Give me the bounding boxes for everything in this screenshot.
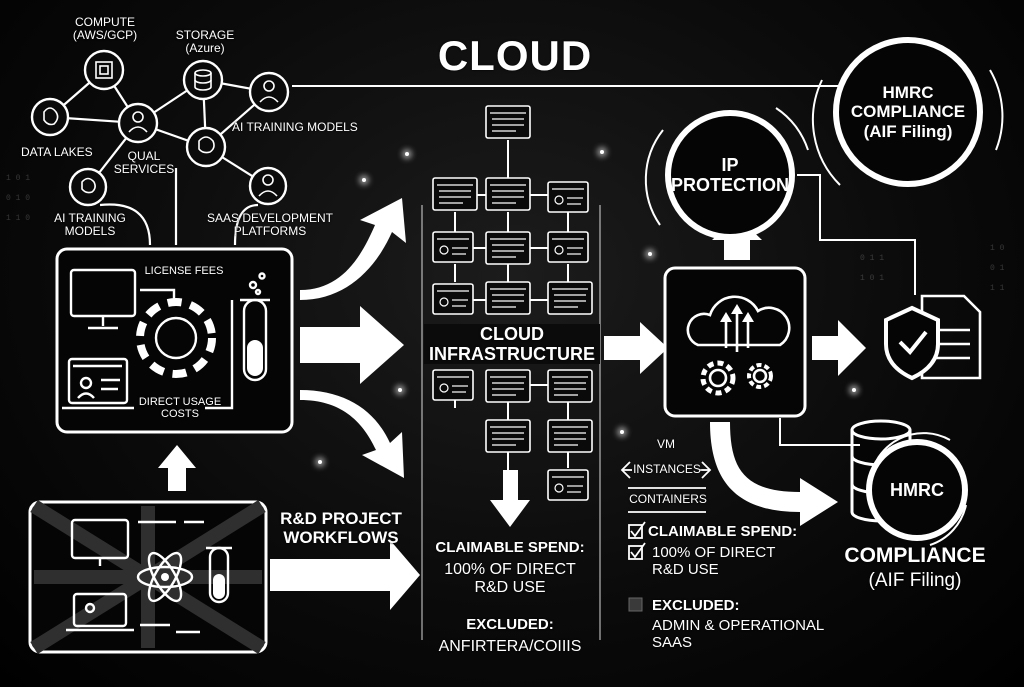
svg-text:1 1 0: 1 1 0 [6, 214, 30, 223]
label-ai-training-models-bottom: AI TRAINING MODELS [54, 211, 126, 239]
label-compute: COMPUTE (AWS/GCP) [72, 15, 138, 43]
label-data-lakes: DATA LAKES [21, 145, 93, 159]
label-aif-filing: (AIF Filing) [868, 570, 962, 591]
svg-text:0 1 1: 0 1 1 [860, 254, 884, 263]
sparkle [648, 252, 652, 256]
label-right-claimable-value: 100% OF DIRECT R&D USE [652, 544, 776, 578]
sparkle [852, 388, 856, 392]
label-cloud-infrastructure: CLOUD INFRASTRUCTURE [424, 324, 600, 365]
label-center-claimable-spend: CLAIMABLE SPEND: [435, 539, 585, 556]
svg-text:1 0 1: 1 0 1 [6, 174, 30, 183]
sparkle [620, 430, 624, 434]
label-center-claimable-value: 100% OF DIRECT R&D USE [444, 561, 576, 596]
sparkle [398, 388, 402, 392]
label-ai-training-models-top: AI TRAINING MODELS [232, 120, 358, 134]
label-storage: STORAGE (Azure) [175, 28, 235, 56]
sparkle [362, 178, 366, 182]
label-qual-services: QUAL SERVICES [113, 149, 175, 177]
label-vm: VM [657, 437, 675, 451]
label-center-excluded-value: ANFIRTERA/COIIIS [438, 638, 582, 655]
label-hmrc-badge: HMRC [890, 479, 944, 500]
diagram-title: CLOUD [437, 32, 593, 79]
svg-text:0 1 0: 0 1 0 [6, 194, 30, 203]
label-right-excluded: EXCLUDED: [652, 597, 740, 614]
label-hmrc-compliance-top: HMRC COMPLIANCE (AIF Filing) [850, 83, 966, 141]
svg-text:1 0: 1 0 [990, 244, 1005, 253]
svg-text:0 1: 0 1 [990, 264, 1005, 273]
sparkle [318, 460, 322, 464]
label-right-excluded-value: ADMIN & OPERATIONAL SAAS [652, 617, 825, 651]
label-containers: CONTAINERS [629, 492, 707, 506]
label-rd-project-workflows: R&D PROJECT WORKFLOWS [280, 509, 402, 548]
svg-text:1 0 1: 1 0 1 [860, 274, 884, 283]
label-center-excluded: EXCLUDED: [466, 616, 554, 633]
label-ip-protection: IP PROTECTION [671, 154, 790, 195]
label-right-claimable-spend: CLAIMABLE SPEND: [648, 523, 798, 540]
sparkle [600, 150, 604, 154]
label-saas-development-platforms: SAAS DEVELOPMENT PLATFORMS [206, 211, 334, 239]
label-license-fees: LICENSE FEES [144, 265, 224, 277]
label-direct-usage-costs: DIRECT USAGE COSTS [138, 396, 222, 421]
svg-text:1 1: 1 1 [990, 284, 1005, 293]
label-compliance: COMPLIANCE [844, 544, 986, 567]
label-instances: INSTANCES [633, 462, 701, 476]
sparkle [405, 152, 409, 156]
